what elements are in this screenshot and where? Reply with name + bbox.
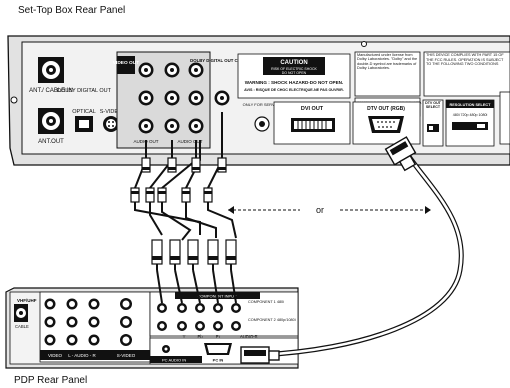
dtv-out-select-label: DTV OUT SELECT xyxy=(425,101,441,110)
warning-line-2: AVIS : RISQUE DE CHOC ELECTRIQUE-NE PAS … xyxy=(244,88,344,92)
pdp-audio-label: L - AUDIO - R xyxy=(68,353,96,358)
resolution-options-label: 480i 720p 480p 1080i xyxy=(453,113,488,117)
stb-rca-jacks xyxy=(138,62,204,134)
audio-out-label-2: AUDIO OUT xyxy=(177,139,202,144)
optical-label: OPTICAL xyxy=(72,109,96,115)
resolution-select-label: RESOLUTION SELECT xyxy=(450,103,492,107)
vga-plug-pdp xyxy=(240,346,280,364)
pdp-pc-in-label: PC IN xyxy=(213,358,224,363)
ant-cable-in-label: ANT./ CABLE IN xyxy=(29,88,73,94)
pdp-video-label: VIDEO xyxy=(48,353,63,358)
dolby-coaxial-label: DOLBY DIGITAL OUT COAXIAL xyxy=(190,58,254,63)
pdp-av-jacks xyxy=(44,298,132,346)
dolby-digital-out-label: DOLBY DIGITAL OUT xyxy=(57,88,112,94)
pdp-component-block xyxy=(149,291,299,337)
pdp-rca-plugs xyxy=(151,239,237,270)
stb-rca-plugs xyxy=(130,157,227,203)
pdp-component-1-label: COMPONENT 1 480i xyxy=(248,300,285,304)
fcc-text: THIS DEVICE COMPLIES WITH PART 15 OF THE… xyxy=(426,53,504,66)
stb-jack-video-2 xyxy=(164,62,180,78)
resolution-select-switch[interactable] xyxy=(452,122,488,130)
only-for-service-label: ONLY FOR SERVICE xyxy=(243,102,282,107)
coaxial-out-jack xyxy=(214,90,230,106)
stb-screw-left xyxy=(10,96,18,104)
caution-line-2: DO NOT OPEN xyxy=(282,71,307,75)
pdp-vhf-uhf-label: VHF/UHF xyxy=(17,298,37,303)
pdp-plug-leads xyxy=(156,269,237,304)
stb-jack-video-3 xyxy=(188,62,204,78)
stb-jack-video-1 xyxy=(138,62,154,78)
stb-jack-audio-1 xyxy=(138,118,154,134)
dtv-out-panel xyxy=(352,101,421,145)
stb-jack-mid-2 xyxy=(164,90,180,106)
pdp-y-label: Y xyxy=(183,334,186,339)
stb-s-video-label: S-VIDEO xyxy=(100,109,123,115)
caution-line-1: RISK OF ELECTRIC SHOCK xyxy=(271,67,317,71)
warning-line-1: WARNING : SHOCK HAZARD-DO NOT OPEN. xyxy=(245,80,344,85)
caption-top: Set-Top Box Rear Panel xyxy=(18,5,126,16)
pdp-component-jacks xyxy=(157,303,241,331)
stb-screw-top xyxy=(361,41,367,47)
dvi-out-label: DVI OUT xyxy=(301,106,324,112)
pdp-s-video-label: S-VIDEO xyxy=(117,353,136,358)
pdp-pb-label: Pb xyxy=(197,334,203,339)
pdp-pc-audio-label: PC AUDIO IN xyxy=(162,358,186,363)
dolby-license-box xyxy=(354,51,421,97)
pdp-pr-label: Pr xyxy=(216,334,221,339)
pdp-audio-r-label: AUDIO-R xyxy=(240,334,258,339)
dolby-license-text: Manufactured under license from Dolby La… xyxy=(357,53,418,71)
caution-title: CAUTION xyxy=(280,60,307,66)
vga-plug-stb xyxy=(384,136,417,172)
video-out-label: VIDEO OUT xyxy=(113,60,139,66)
dtv-out-select-panel xyxy=(422,99,444,147)
or-label: or xyxy=(316,205,324,215)
stb-jack-mid-3 xyxy=(188,90,204,106)
ant-out-label: ANT.OUT xyxy=(38,139,64,145)
stb-jack-mid-1 xyxy=(138,90,154,106)
alternative-connection-indicator xyxy=(228,206,431,214)
stb-jack-audio-2 xyxy=(164,118,180,134)
stb-right-edge-panel xyxy=(499,91,510,145)
dtv-out-label: DTV OUT (RGB) xyxy=(367,106,405,112)
set-top-box-panel: ANT./ CABLE IN ANT.OUT DOLBY DIGITAL OUT… xyxy=(7,35,510,166)
fcc-box xyxy=(423,51,510,97)
caption-bottom: PDP Rear Panel xyxy=(14,375,88,386)
stb-jack-audio-3 xyxy=(188,118,204,134)
vga-cable xyxy=(240,136,464,364)
pdp-component-2-label: COMPONENT 2 480p/1080i xyxy=(248,318,296,322)
pdp-cable-label: CABLE xyxy=(15,324,29,329)
